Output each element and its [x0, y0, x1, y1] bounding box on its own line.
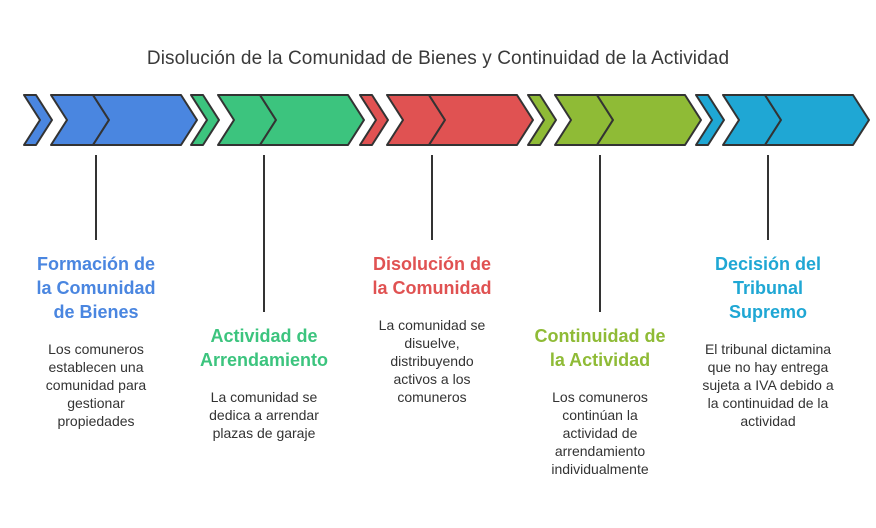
step-description: El tribunal dictamina que no hay entrega s… — [683, 340, 853, 430]
connector-line — [95, 155, 97, 240]
step-description-line: propiedades — [57, 413, 135, 429]
chevron-3-3 — [428, 94, 534, 146]
step-description-line: disuelve, — [404, 335, 460, 351]
connector-line — [263, 155, 265, 312]
chevron-4-1 — [527, 94, 557, 146]
step-description-line: la continuidad de la — [707, 395, 829, 411]
step-description-line: comunidad para — [45, 377, 147, 393]
chevron-4-3 — [596, 94, 702, 146]
step-description-line: distribuyendo — [390, 353, 474, 369]
step-description-line: individualmente — [551, 461, 649, 477]
step-title-line: Actividad de — [210, 326, 318, 346]
chevron-2-3 — [259, 94, 365, 146]
step-title: Actividad de Arrendamiento — [179, 324, 349, 372]
step-description-line: El tribunal dictamina — [704, 341, 832, 357]
step-title-line: de Bienes — [53, 302, 139, 322]
step-description-line: La comunidad se — [210, 389, 318, 405]
step-description-line: arrendamiento — [554, 443, 646, 459]
step-title-line: la Comunidad — [36, 278, 156, 298]
chevron-1-3 — [92, 94, 198, 146]
step-title-line: Supremo — [728, 302, 807, 322]
step-title: Formación de la Comunidad de Bienes — [11, 252, 181, 324]
step-title-line: Tribunal — [732, 278, 803, 298]
step-title-line: la Comunidad — [372, 278, 492, 298]
step-title-line: la Actividad — [549, 350, 651, 370]
step-description-line: dedica a arrendar — [209, 407, 319, 423]
step-description-line: sujeta a IVA debido a — [702, 377, 834, 393]
step-description-line: actividad de — [562, 425, 638, 441]
step-description-line: Los comuneros — [552, 389, 648, 405]
step-description-line: actividad — [740, 413, 796, 429]
step-title-line: Formación de — [36, 254, 156, 274]
step-description-line: gestionar — [67, 395, 125, 411]
connector-line — [767, 155, 769, 240]
step-description: La comunidad se disuelve, distribuyendo act… — [347, 316, 517, 406]
chevron-5-1 — [695, 94, 725, 146]
step-title: Disolución de la Comunidad — [347, 252, 517, 300]
chevron-1-1 — [23, 94, 53, 146]
step-title-line: Continuidad de — [534, 326, 666, 346]
step-description-line: establecen una — [48, 359, 144, 375]
step-description-line: comuneros — [397, 389, 467, 405]
step-description-line: que no hay entrega — [707, 359, 829, 375]
step-title: Continuidad de la Actividad — [515, 324, 685, 372]
step-description-line: activos a los — [393, 371, 471, 387]
step-title-line: Arrendamiento — [199, 350, 329, 370]
step-description-line: La comunidad se — [378, 317, 486, 333]
step-description: La comunidad se dedica a arrendar plazas d… — [179, 388, 349, 442]
step-description-line: Los comuneros — [48, 341, 144, 357]
connector-line — [599, 155, 601, 312]
step-title-line: Disolución de — [372, 254, 491, 274]
step-description: Los comuneros continúan la actividad de arr… — [515, 388, 685, 478]
diagram-title: Disolución de la Comunidad de Bienes y C… — [146, 48, 730, 69]
chevron-5-3 — [764, 94, 870, 146]
step-description-line: plazas de garaje — [212, 425, 316, 441]
step-description: Los comuneros establecen una comunidad par… — [11, 340, 181, 430]
connector-line — [431, 155, 433, 240]
chevron-3-1 — [359, 94, 389, 146]
step-description-line: continúan la — [562, 407, 638, 423]
chevron-2-1 — [190, 94, 220, 146]
step-title-line: Decisión del — [714, 254, 822, 274]
